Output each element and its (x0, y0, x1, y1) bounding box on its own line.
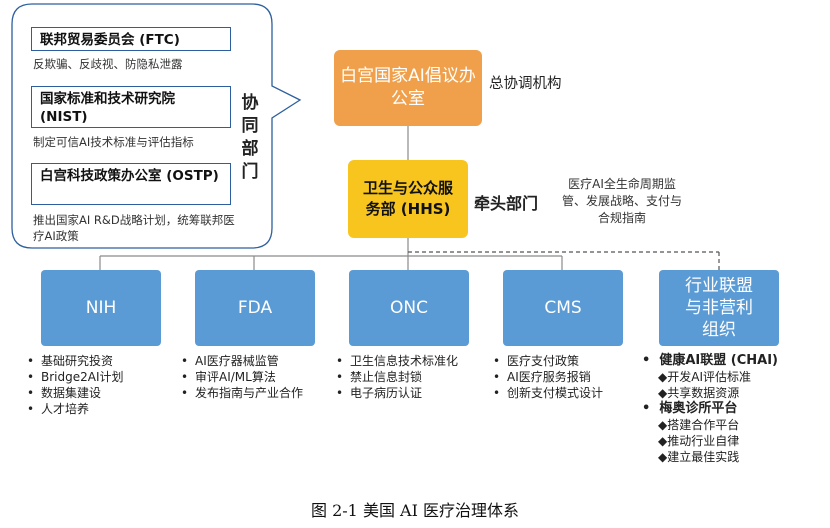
list-item: ◆共享数据资源 (658, 386, 740, 400)
diamond-icon: ◆ (658, 450, 668, 464)
list-item: 电子病历认证 (336, 385, 458, 401)
list-item: 数据集建设 (27, 385, 124, 401)
dept-cms-name: CMS (544, 298, 582, 318)
onc-duties: 卫生信息技术标准化 禁止信息封锁 电子病历认证 (336, 353, 458, 401)
agency-ostp-box: 白宫科技政策办公室 (OSTP) (31, 163, 231, 205)
list-item: 医疗支付政策 (493, 353, 603, 369)
diamond-icon: ◆ (658, 434, 668, 448)
list-item: 创新支付模式设计 (493, 385, 603, 401)
list-item: 审评AI/ML算法 (181, 369, 303, 385)
dept-onc: ONC (349, 270, 469, 346)
lead-description: 医疗AI全生命周期监管、发展战略、支付与合规指南 (561, 177, 682, 225)
list-item: Bridge2AI计划 (27, 369, 124, 385)
dept-industry-name: 行业联盟与非营利组织 (685, 276, 753, 340)
lead-department: 卫生与公众服务部 (HHS) (348, 160, 468, 238)
list-item: 卫生信息技术标准化 (336, 353, 458, 369)
bullet-icon: • (642, 401, 660, 416)
list-item: ◆建立最佳实践 (658, 450, 740, 464)
agency-ftc-name: 联邦贸易委员会 (FTC) (40, 32, 180, 48)
dept-fda-name: FDA (237, 298, 273, 318)
nih-duties: 基础研究投资 Bridge2AI计划 数据集建设 人才培养 (27, 353, 124, 417)
dept-nih: NIH (41, 270, 161, 346)
coordinating-role: 总协调机构 (489, 76, 562, 92)
group-mayo-title: • 梅奥诊所平台 (642, 401, 778, 417)
agency-ftc-desc: 反欺骗、反歧视、防隐私泄露 (33, 57, 183, 71)
dept-cms: CMS (503, 270, 623, 346)
group-chai-title: • 健康AI联盟 (CHAI) (642, 353, 778, 369)
lead-role: 牵头部门 (474, 194, 539, 213)
dept-nih-name: NIH (85, 298, 117, 318)
list-item: ◆搭建合作平台 (658, 418, 740, 432)
figure-caption: 图 2-1 美国 AI 医疗治理体系 (311, 501, 519, 520)
list-item: 基础研究投资 (27, 353, 124, 369)
bullet-icon: • (642, 353, 660, 368)
group-chai-name: 健康AI联盟 (CHAI) (659, 353, 779, 368)
list-item: 人才培养 (27, 401, 124, 417)
collaborating-bubble-outline (11, 3, 302, 249)
diamond-icon: ◆ (658, 386, 668, 400)
list-item: ◆推动行业自律 (658, 434, 740, 448)
cms-duties: 医疗支付政策 AI医疗服务报销 创新支付模式设计 (493, 353, 603, 401)
collaborating-label: 协同部门 (241, 93, 259, 182)
agency-ostp-desc: 推出国家AI R&D战略计划，统筹联邦医疗AI政策 (33, 213, 235, 243)
agency-nist-box: 国家标准和技术研究院 (NIST) (31, 86, 231, 128)
dept-fda: FDA (195, 270, 315, 346)
agency-nist-desc: 制定可信AI技术标准与评估指标 (33, 135, 194, 149)
agency-nist-name: 国家标准和技术研究院 (NIST) (40, 91, 175, 125)
dept-industry: 行业联盟与非营利组织 (659, 270, 779, 346)
coordinating-office: 白宫国家AI倡议办公室 (334, 50, 482, 126)
coordinating-office-title: 白宫国家AI倡议办公室 (340, 66, 476, 109)
list-item: 发布指南与产业合作 (181, 385, 303, 401)
agency-ostp-name: 白宫科技政策办公室 (OSTP) (40, 168, 219, 184)
lead-department-title: 卫生与公众服务部 (HHS) (362, 179, 453, 218)
list-item: 禁止信息封锁 (336, 369, 458, 385)
industry-groups: • 健康AI联盟 (CHAI) ◆开发AI评估标准 ◆共享数据资源 • 梅奥诊所… (642, 353, 778, 465)
list-item: ◆开发AI评估标准 (658, 370, 751, 384)
agency-ftc-box: 联邦贸易委员会 (FTC) (31, 27, 231, 51)
diamond-icon: ◆ (658, 418, 668, 432)
list-item: AI医疗服务报销 (493, 369, 603, 385)
dept-onc-name: ONC (390, 298, 428, 318)
group-mayo-name: 梅奥诊所平台 (659, 401, 738, 416)
diamond-icon: ◆ (658, 370, 668, 384)
list-item: AI医疗器械监管 (181, 353, 303, 369)
fda-duties: AI医疗器械监管 审评AI/ML算法 发布指南与产业合作 (181, 353, 303, 401)
